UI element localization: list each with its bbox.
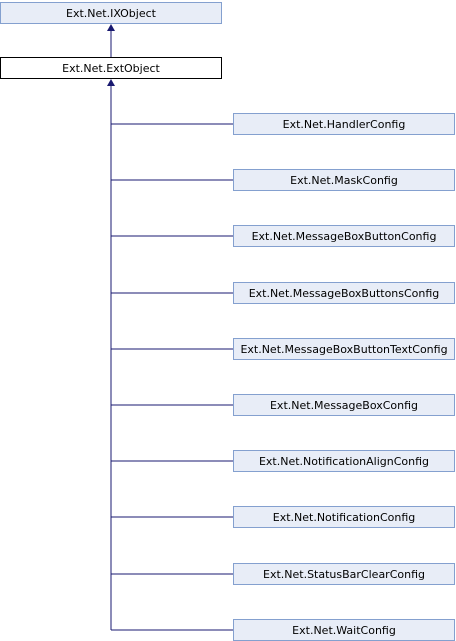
derived-class-node-message-box-buttons-config[interactable]: Ext.Net.MessageBoxButtonsConfig	[233, 282, 455, 304]
derived-class-label: Ext.Net.StatusBarClearConfig	[263, 567, 425, 581]
derived-class-node-notification-config[interactable]: Ext.Net.NotificationConfig	[233, 506, 455, 528]
current-class-node[interactable]: Ext.Net.ExtObject	[0, 57, 222, 79]
derived-class-label: Ext.Net.MaskConfig	[290, 173, 398, 187]
base-class-label: Ext.Net.IXObject	[66, 6, 156, 20]
derived-class-label: Ext.Net.MessageBoxButtonsConfig	[248, 286, 440, 300]
derived-class-node-message-box-button-config[interactable]: Ext.Net.MessageBoxButtonConfig	[233, 225, 455, 247]
derived-class-node-wait-config[interactable]: Ext.Net.WaitConfig	[233, 619, 455, 641]
derived-class-label: Ext.Net.MessageBoxConfig	[269, 398, 419, 412]
derived-class-node-mask-config[interactable]: Ext.Net.MaskConfig	[233, 169, 455, 191]
base-class-node[interactable]: Ext.Net.IXObject	[0, 2, 222, 24]
derived-class-node-message-box-button-text-config[interactable]: Ext.Net.MessageBoxButtonTextConfig	[233, 338, 455, 360]
derived-class-label: Ext.Net.HandlerConfig	[282, 117, 406, 131]
derived-class-node-message-box-config[interactable]: Ext.Net.MessageBoxConfig	[233, 394, 455, 416]
derived-class-node-handler-config[interactable]: Ext.Net.HandlerConfig	[233, 113, 455, 135]
derived-class-label: Ext.Net.MessageBoxButtonConfig	[251, 229, 437, 243]
current-class-label: Ext.Net.ExtObject	[62, 61, 160, 75]
arrowhead-to-base	[107, 24, 115, 31]
derived-class-node-status-bar-clear-config[interactable]: Ext.Net.StatusBarClearConfig	[233, 563, 455, 585]
derived-class-label: Ext.Net.MessageBoxButtonTextConfig	[240, 342, 448, 356]
derived-class-label: Ext.Net.NotificationAlignConfig	[258, 454, 430, 468]
derived-class-node-notification-align-config[interactable]: Ext.Net.NotificationAlignConfig	[233, 450, 455, 472]
arrowhead-to-current	[107, 79, 115, 86]
derived-class-label: Ext.Net.NotificationConfig	[272, 510, 416, 524]
derived-class-label: Ext.Net.WaitConfig	[292, 623, 396, 637]
